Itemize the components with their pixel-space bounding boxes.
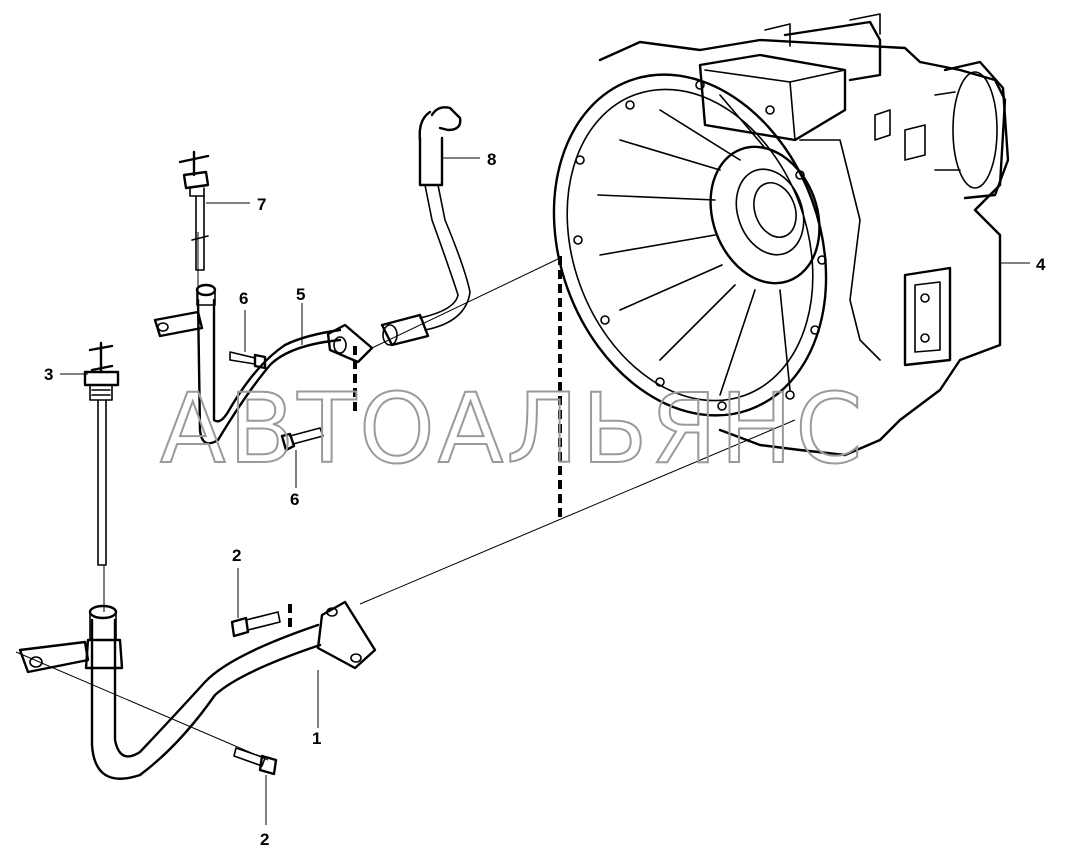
bolt-6-upper — [229, 351, 267, 370]
callout-7: 7 — [257, 195, 266, 214]
callout-leaders — [60, 157, 1030, 825]
oil-filler-pipe-lower — [18, 600, 377, 780]
callout-1: 1 — [312, 729, 321, 748]
breather-hose — [380, 106, 471, 347]
callout-6-top: 6 — [239, 289, 248, 308]
callout-6-bottom: 6 — [290, 490, 299, 509]
callout-5: 5 — [296, 285, 305, 304]
bolt-6-lower — [280, 427, 324, 452]
callout-2-top: 2 — [232, 546, 241, 565]
bolt-2-lower — [233, 747, 278, 776]
callout-8: 8 — [487, 150, 496, 169]
callout-2-bottom: 2 — [260, 830, 269, 849]
oil-filler-pipe-upper — [153, 283, 374, 445]
watermark-text: АВТОАЛЬЯНС — [160, 373, 865, 485]
callout-3: 3 — [44, 365, 53, 384]
dipstick-upper — [178, 150, 210, 271]
dipstick-lower — [83, 341, 120, 566]
assembly-lines — [15, 232, 796, 761]
bolt-2-upper — [230, 611, 281, 638]
callout-4: 4 — [1036, 255, 1046, 274]
transmission-housing — [552, 13, 1010, 457]
